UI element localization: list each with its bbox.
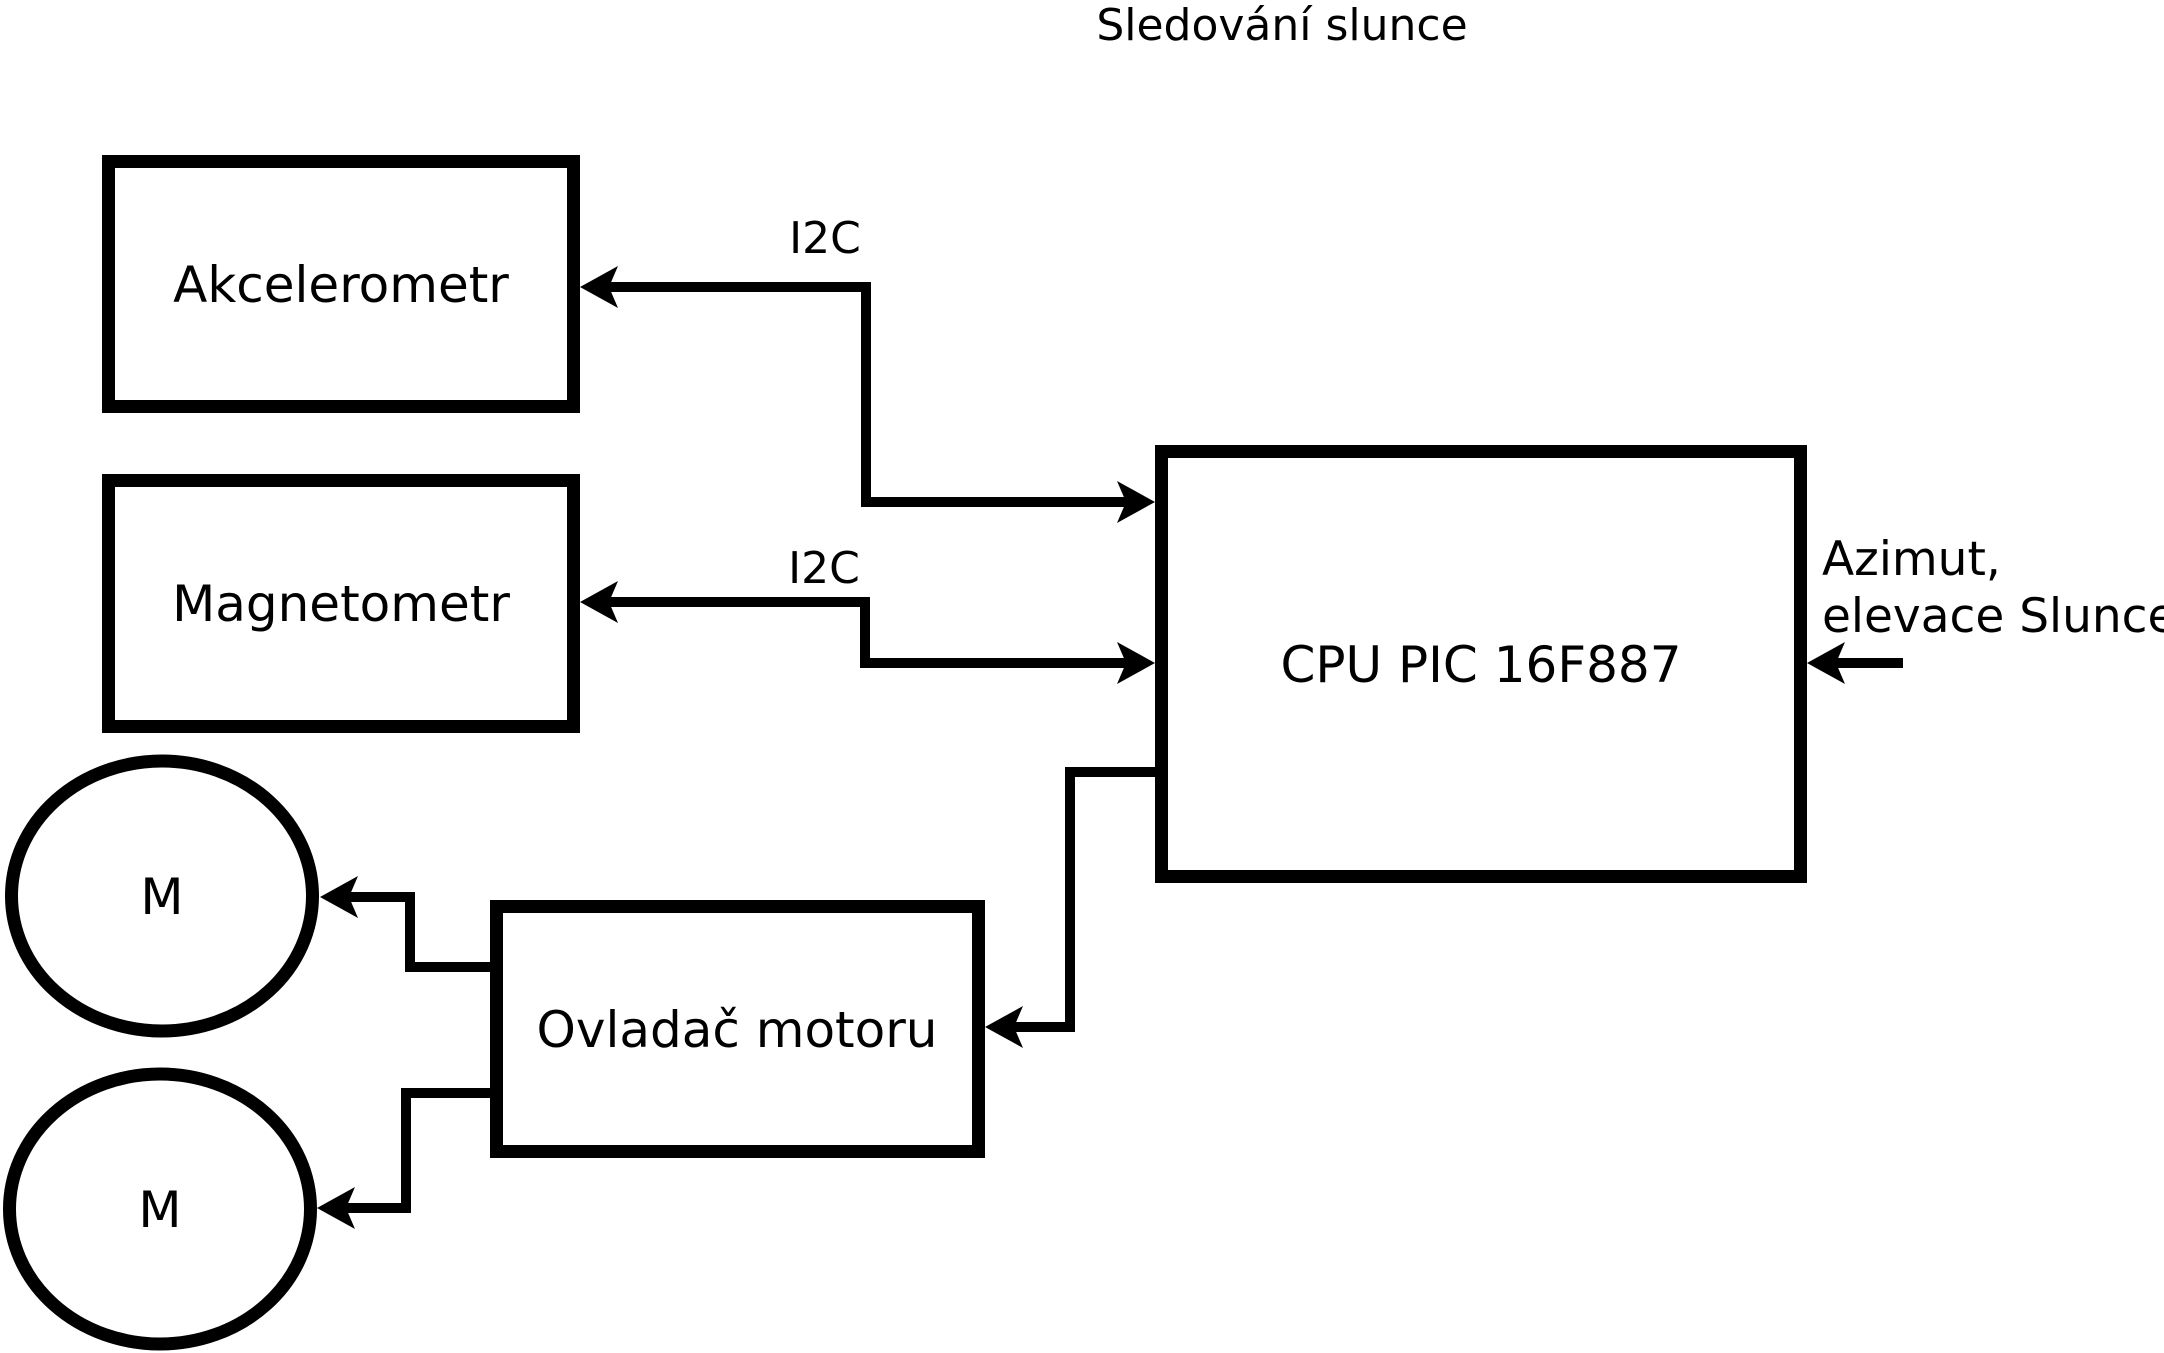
- node-motor-1: [5, 754, 319, 1038]
- arrowhead-into-motor2: [317, 1187, 355, 1229]
- edge-label-i2c-akcelerometr: I2C: [789, 213, 861, 264]
- node-cpu: [1155, 445, 1807, 883]
- annotation-azimut-line1: Azimut,: [1822, 532, 2001, 587]
- node-akcelerometr: [102, 155, 580, 413]
- label-magnetometr: Magnetometr: [172, 575, 510, 633]
- edge-i2c-akcelerometr-cpu: [608, 282, 1127, 507]
- arrowhead-into-motor1: [320, 876, 358, 918]
- label-motor-1: M: [140, 868, 183, 926]
- edge-ovladac-motor1: [348, 892, 490, 972]
- arrowhead-into-magnetometr: [580, 581, 618, 623]
- edge-label-i2c-magnetometr: I2C: [788, 543, 860, 594]
- node-magnetometr: [102, 474, 580, 733]
- label-cpu: CPU PIC 16F887: [1280, 636, 1681, 694]
- arrowhead-into-cpu-top: [1117, 481, 1155, 523]
- arrowhead-into-cpu-middle: [1117, 642, 1155, 684]
- label-ovladac-motoru: Ovladač motoru: [537, 1001, 938, 1059]
- node-ovladac-motoru: [490, 900, 985, 1158]
- annotation-azimut-line2: elevace Slunce: [1822, 589, 2164, 644]
- diagram-title: Sledování slunce: [1096, 0, 1467, 51]
- edge-ovladac-motor2: [345, 1088, 490, 1213]
- arrowhead-into-cpu-right: [1807, 642, 1845, 684]
- edge-cpu-ovladac: [1013, 767, 1155, 1032]
- edge-i2c-magnetometr-cpu: [608, 597, 1127, 668]
- arrowhead-into-ovladac: [985, 1006, 1023, 1048]
- node-motor-2: [3, 1067, 317, 1351]
- label-motor-2: M: [138, 1181, 181, 1239]
- label-akcelerometr: Akcelerometr: [173, 256, 509, 314]
- arrowhead-into-akcelerometr: [580, 266, 618, 308]
